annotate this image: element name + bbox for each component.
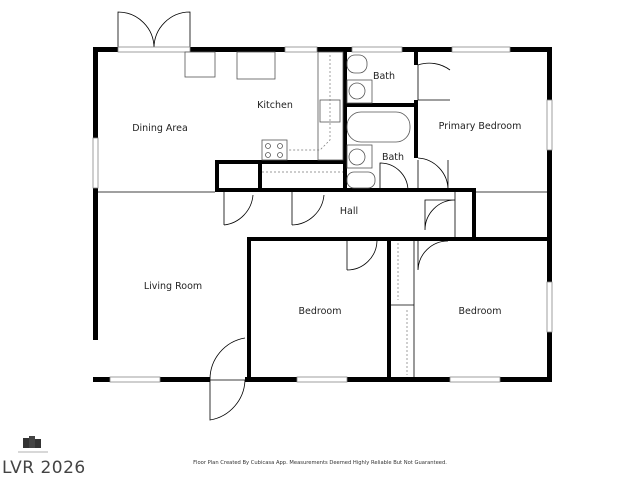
toilet bbox=[346, 171, 376, 189]
label-bedroom-1: Bedroom bbox=[299, 306, 342, 317]
interior-doors bbox=[223, 62, 456, 271]
toilet bbox=[346, 54, 368, 74]
disclaimer: Floor Plan Created By Cubicasa App. Meas… bbox=[193, 460, 447, 466]
watermark: LVR 2026 bbox=[2, 458, 86, 478]
fixtures bbox=[184, 51, 411, 189]
patio-door bbox=[117, 11, 191, 49]
label-living-room: Living Room bbox=[144, 281, 202, 292]
label-bath-1: Bath bbox=[373, 71, 395, 82]
bathtub bbox=[346, 111, 411, 143]
label-primary-bedroom: Primary Bedroom bbox=[439, 121, 522, 132]
stove bbox=[261, 139, 288, 161]
windows bbox=[92, 46, 553, 383]
label-hall: Hall bbox=[340, 206, 358, 217]
logo bbox=[18, 436, 48, 453]
label-bath-2: Bath bbox=[382, 152, 404, 163]
label-bedroom-2: Bedroom bbox=[459, 306, 502, 317]
label-dining-area: Dining Area bbox=[132, 123, 188, 134]
front-door bbox=[93, 337, 246, 421]
interior-walls bbox=[98, 47, 552, 382]
label-kitchen: Kitchen bbox=[257, 100, 293, 111]
